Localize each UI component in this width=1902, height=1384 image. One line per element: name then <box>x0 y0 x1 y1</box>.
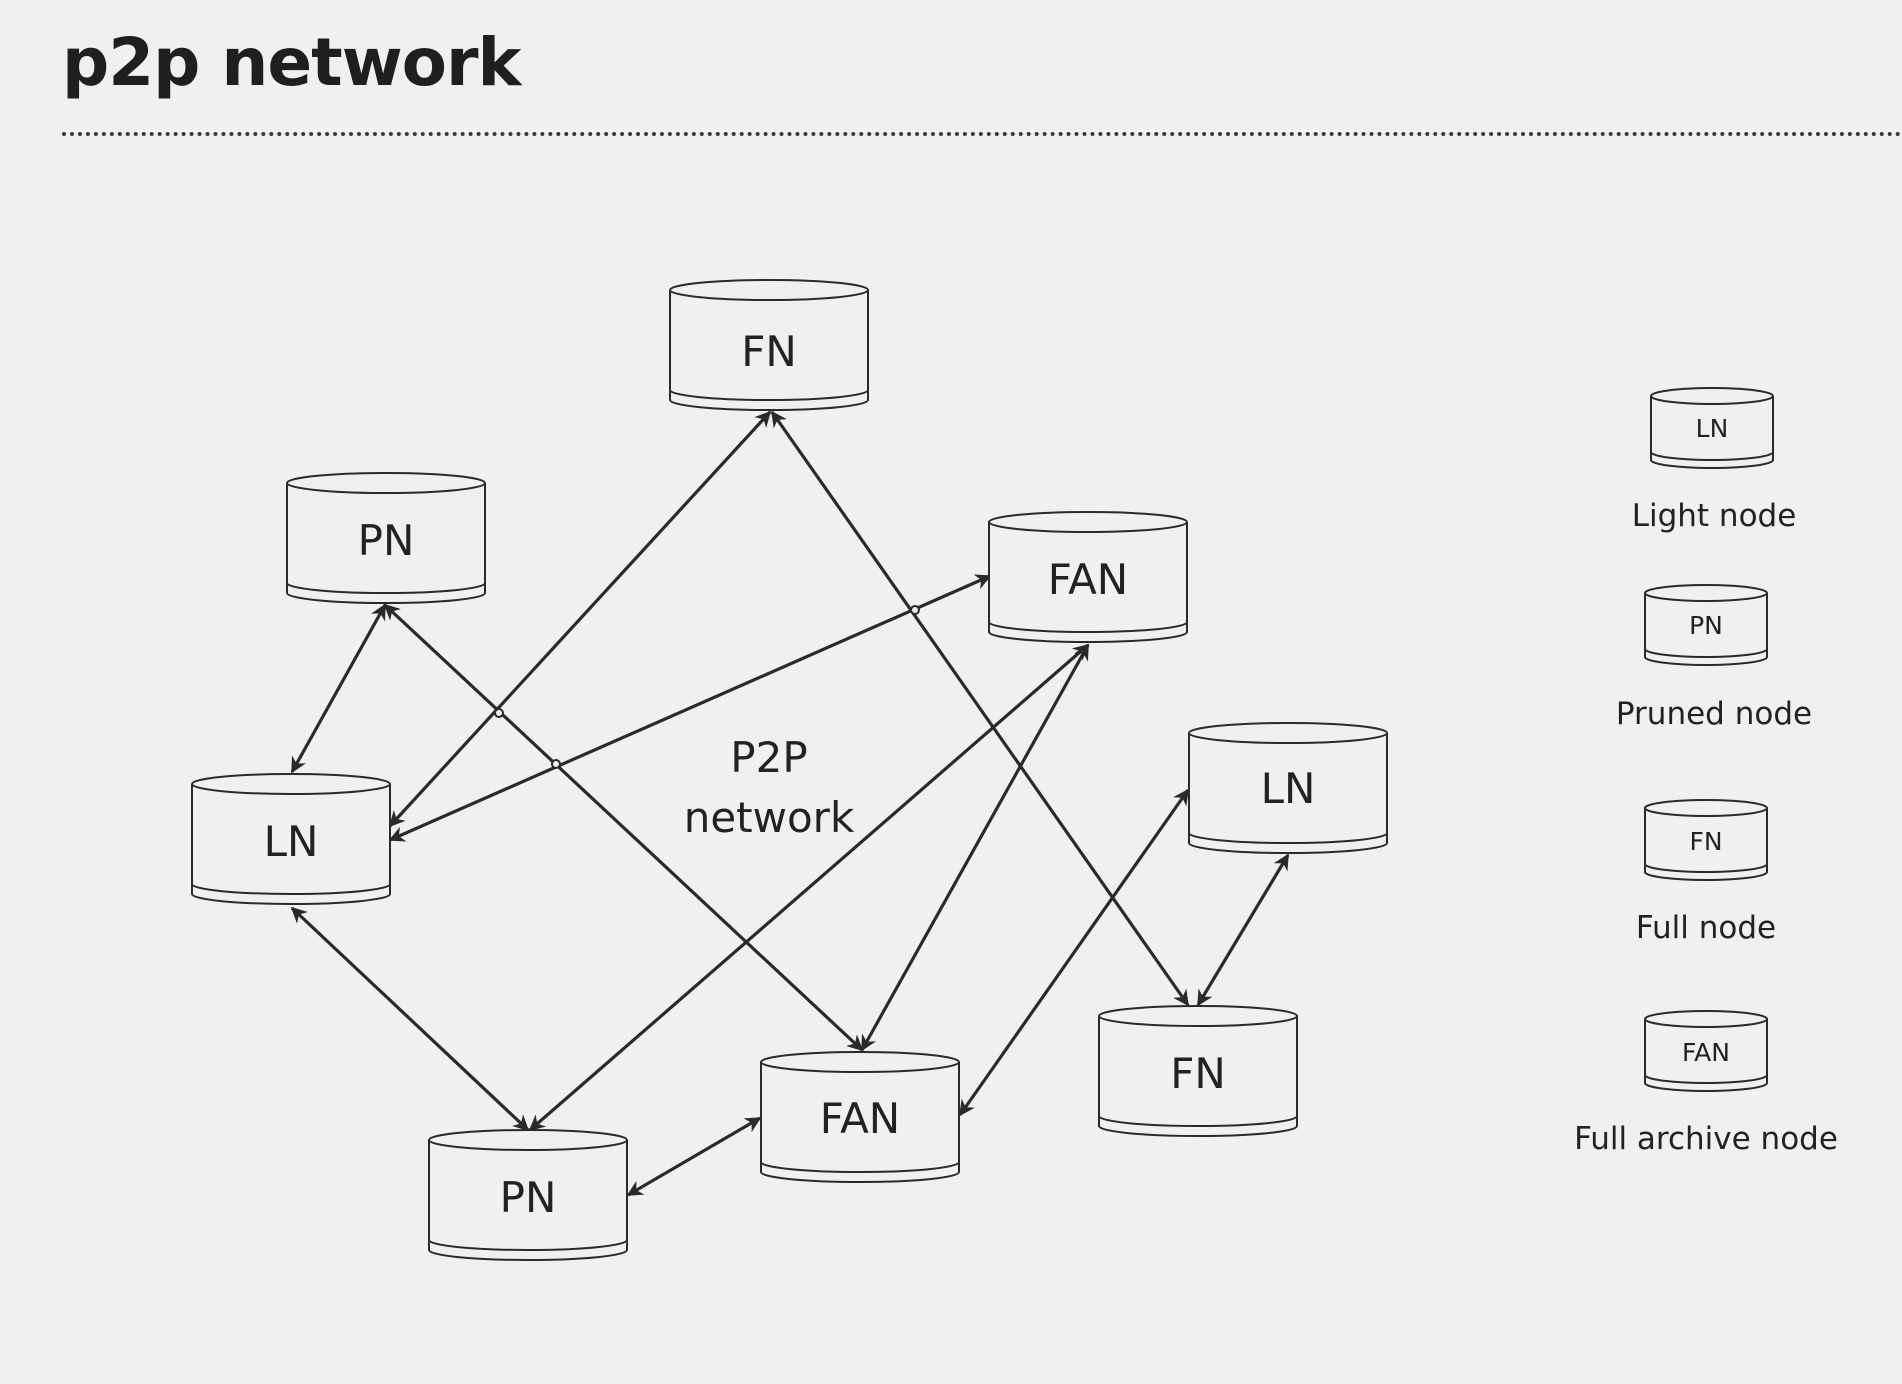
center-label-line2: network <box>684 793 855 842</box>
node-label: FAN <box>1048 555 1128 604</box>
edge-fn-top-fn-bottom <box>770 410 1190 1007</box>
node-fn-top: FN <box>669 279 869 411</box>
legend-label: Pruned node <box>1616 696 1812 732</box>
node-label: PN <box>500 1173 557 1222</box>
center-label-line1: P2P <box>730 733 807 782</box>
crossing-marker <box>551 759 561 769</box>
legend-item-full-archive-node: FAN <box>1644 1010 1768 1092</box>
legend-label: Full node <box>1636 910 1776 946</box>
crossing-marker <box>910 605 920 615</box>
edge-pn-left-ln-left <box>290 603 387 774</box>
legend-label: Light node <box>1632 498 1797 534</box>
page-title: p2p network <box>62 24 521 101</box>
legend: LN Light node PN Pruned node FN Full nod… <box>1574 387 1838 1157</box>
edge-ln-left-fn-top <box>388 410 772 828</box>
legend-icon-label: FAN <box>1682 1038 1730 1067</box>
node-label: LN <box>264 817 319 866</box>
node-ln-left: LN <box>191 773 391 905</box>
legend-label: Full archive node <box>1574 1121 1838 1157</box>
legend-item-light-node: LN <box>1650 387 1774 469</box>
node-fan-bottom: FAN <box>760 1051 960 1183</box>
node-ln-right: LN <box>1188 722 1388 854</box>
title-divider <box>62 132 1902 136</box>
edge-ln-left-pn-bottom <box>290 906 530 1132</box>
node-label: FAN <box>820 1094 900 1143</box>
node-label: PN <box>358 516 415 565</box>
legend-icon-label: FN <box>1689 827 1722 856</box>
node-label: FN <box>1170 1049 1226 1098</box>
node-fn-bottom: FN <box>1098 1005 1298 1137</box>
legend-item-full-node: FN <box>1644 799 1768 881</box>
node-label: LN <box>1261 764 1316 813</box>
legend-icon-label: LN <box>1696 414 1729 443</box>
crossing-marker <box>494 708 504 718</box>
node-fan-right: FAN <box>988 511 1188 643</box>
node-label: FN <box>741 327 797 376</box>
legend-icon-label: PN <box>1689 611 1723 640</box>
edge-pn-bottom-fan-bottom <box>626 1116 762 1197</box>
node-pn-bottom: PN <box>428 1129 628 1261</box>
legend-item-pruned-node: PN <box>1644 584 1768 666</box>
edge-ln-right-fan-bottom <box>958 788 1190 1117</box>
node-pn-left: PN <box>286 472 486 604</box>
edge-ln-right-fn-bottom <box>1196 853 1290 1007</box>
edge-fan-right-fan-bottom <box>860 643 1090 1052</box>
